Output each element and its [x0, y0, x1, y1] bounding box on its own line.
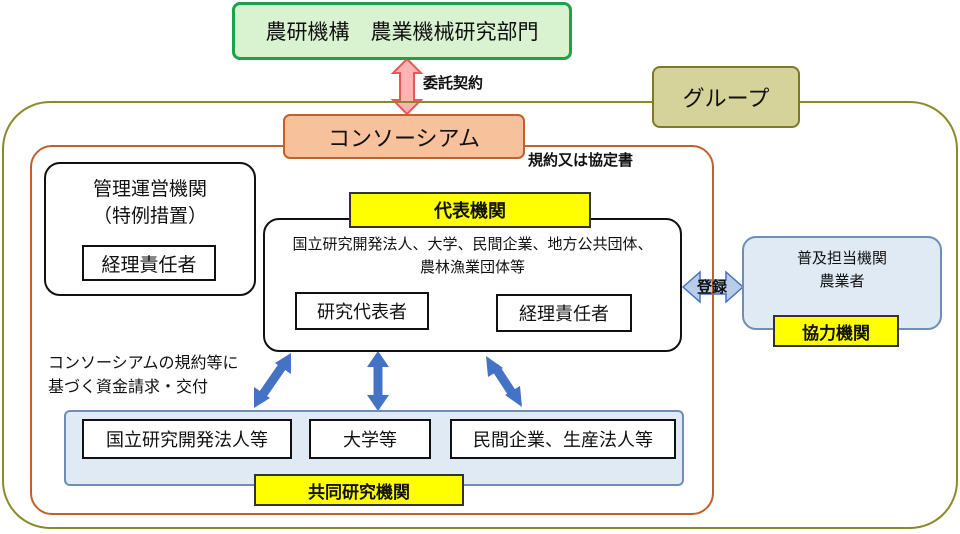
joint-research-label: 共同研究機関	[308, 482, 410, 503]
representative-researcher-box: 研究代表者	[295, 292, 429, 330]
representative-description-line1: 国立研究開発法人、大学、民間企業、地方公共団体、	[292, 235, 653, 253]
representative-researcher-label: 研究代表者	[317, 302, 407, 323]
representative-officer-box: 経理責任者	[496, 294, 632, 332]
top-organization-box: 農研機構 農業機械研究部門	[232, 2, 572, 60]
representative-label: 代表機関	[434, 201, 506, 222]
funding-note-line2: 基づく資金請求・交付	[48, 377, 209, 396]
group-frame	[2, 101, 958, 529]
consortium-label: コンソーシアム	[327, 126, 481, 152]
consortium-label-box: コンソーシアム	[283, 114, 525, 159]
management-subtitle: （特例措置）	[92, 205, 207, 227]
top-organization-label: 農研機構 農業機械研究部門	[265, 20, 539, 44]
group-label: グループ	[682, 87, 770, 112]
funding-note-line1: コンソーシアムの規約等に	[48, 353, 239, 372]
register-label: 登録	[696, 278, 727, 296]
management-officer-label: 経理責任者	[101, 253, 197, 276]
joint-research-label-box: 共同研究機関	[254, 474, 464, 506]
management-title: 管理運営機関	[92, 178, 207, 200]
joint-research-item-label: 国立研究開発法人等	[106, 430, 268, 451]
group-label-box: グループ	[652, 66, 800, 128]
management-officer-box: 経理責任者	[82, 245, 216, 281]
joint-research-item: 大学等	[309, 419, 431, 459]
representative-officer-label: 経理責任者	[519, 304, 609, 325]
agreement-note: 規約又は協定書	[528, 151, 634, 169]
joint-research-item: 民間企業、生産法人等	[450, 419, 676, 459]
cooperating-line2: 農業者	[819, 272, 865, 290]
cooperating-line1: 普及担当機関	[796, 249, 887, 267]
joint-research-item-label: 大学等	[343, 430, 397, 451]
cooperating-box	[742, 236, 942, 330]
contract-note: 委託契約	[423, 74, 484, 92]
cooperating-label-box: 協力機関	[773, 315, 899, 347]
joint-research-item-label: 民間企業、生産法人等	[473, 430, 653, 451]
representative-description-line2: 農林漁業団体等	[419, 258, 525, 276]
funding-arrows	[254, 351, 522, 411]
joint-research-item: 国立研究開発法人等	[82, 419, 292, 459]
representative-label-box: 代表機関	[349, 192, 591, 228]
cooperating-label: 協力機関	[802, 323, 870, 344]
